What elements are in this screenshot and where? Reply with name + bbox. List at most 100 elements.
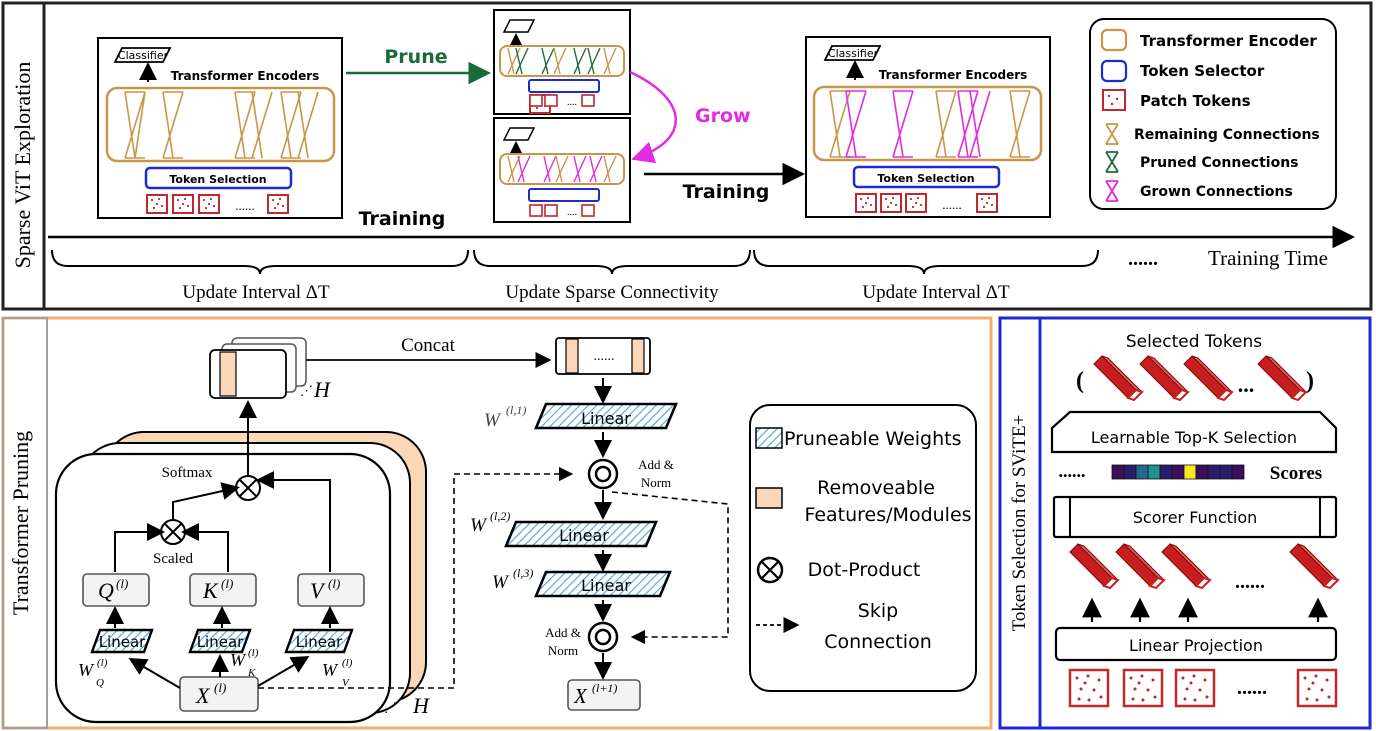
selected-dots: ...: [1238, 372, 1255, 397]
svg-text:....: ....: [567, 207, 577, 218]
linear-label: Linear: [197, 633, 244, 651]
token-selection-label-4: Token Selection: [877, 172, 974, 185]
score-cell: [1195, 464, 1209, 480]
svg-text:Add &: Add &: [545, 625, 581, 640]
pruned-connection-icon: [1105, 151, 1119, 173]
svg-text:(l+1): (l+1): [592, 681, 617, 695]
svg-text:(l): (l): [97, 657, 108, 669]
svg-text:(l): (l): [248, 647, 259, 659]
skip-label-1: Skip: [858, 600, 898, 622]
scorer-label: Scorer Function: [1133, 508, 1258, 527]
linear-projection-label: Linear Projection: [1129, 636, 1263, 655]
value-label: V: [310, 578, 326, 603]
token-dots: ......: [1235, 571, 1265, 593]
legend-label: Patch Tokens: [1140, 92, 1251, 110]
w2-label: W: [470, 515, 488, 536]
score-cell: [1231, 464, 1245, 480]
exploration-legend: [1089, 18, 1337, 210]
prune-label: Prune: [384, 46, 447, 68]
interval-label-1: Update Interval ΔT: [182, 282, 330, 303]
exploration-side-label: Sparse ViT Exploration: [10, 62, 35, 269]
encoder-stack-1: [105, 86, 336, 163]
token-side-label: Token Selection for SViTE+: [1009, 415, 1030, 632]
svg-text:K: K: [247, 667, 256, 679]
svg-text:V: V: [342, 677, 350, 689]
scorer-function-box: [1052, 495, 1338, 539]
linear-k: [188, 628, 252, 654]
svg-text:(l,3): (l,3): [513, 566, 533, 580]
wk-label: W: [230, 650, 247, 670]
svg-text:⋰: ⋰: [384, 700, 397, 715]
encoders-label-4: Transformer Encoders: [879, 68, 1028, 82]
token-selection-label-1: Token Selection: [169, 173, 266, 186]
pruneable-icon: [755, 427, 783, 449]
patch-token-icon: [1102, 89, 1126, 111]
removeable-label-2: Features/Modules: [804, 504, 971, 526]
svg-text:⋰: ⋰: [300, 383, 313, 398]
linear-label: Linear: [581, 576, 631, 595]
wq-label: W: [78, 660, 95, 680]
pruning-side-label: Transformer Pruning: [8, 431, 33, 615]
legend-label: Grown Connections: [1140, 184, 1293, 200]
svg-text:Q: Q: [96, 677, 104, 689]
interval-label-3: Update Interval ΔT: [862, 282, 1010, 303]
timeline-dots: ......: [1128, 248, 1158, 270]
query-label: Q: [98, 578, 114, 603]
key-label: K: [202, 578, 219, 603]
dot-product-label: Dot-Product: [808, 559, 921, 581]
concat-label: Concat: [401, 335, 456, 356]
svg-text:(l,1): (l,1): [506, 403, 526, 417]
scores-dots: ......: [1059, 461, 1086, 481]
topk-selection-box: [1050, 410, 1338, 454]
score-cell: [1135, 464, 1149, 480]
legend-label: Remaining Connections: [1134, 127, 1320, 143]
w3-label: W: [492, 572, 510, 593]
wv-label: W: [322, 660, 339, 680]
scores-label: Scores: [1270, 463, 1322, 484]
linear-v: [284, 628, 354, 654]
training-time-label: Training Time: [1208, 246, 1328, 270]
interval-brace-2: [473, 249, 751, 275]
removeable-icon: [755, 487, 783, 509]
encoders-label-1: Transformer Encoders: [171, 69, 320, 83]
concat-box: [555, 337, 651, 375]
skip-connection-2: [611, 491, 729, 645]
linear-q: [90, 628, 154, 654]
skip-connection-1: [258, 466, 574, 689]
svg-text:Norm: Norm: [641, 475, 671, 490]
svg-text:(l,2): (l,2): [490, 509, 510, 523]
pruneable-label: Pruneable Weights: [784, 428, 962, 450]
x-input-label: X: [195, 683, 211, 708]
selected-tokens-label: Selected Tokens: [1126, 332, 1262, 352]
head-count-label: H: [313, 377, 331, 402]
key-sup: (l): [221, 576, 233, 591]
x-output-label: X: [573, 684, 588, 708]
score-cell: [1183, 464, 1197, 480]
remaining-connection-icon: [1105, 123, 1119, 145]
score-cell: [1111, 464, 1125, 480]
linear-w1: [534, 402, 678, 430]
score-cell: [1171, 464, 1185, 480]
encoder-stack-4: [812, 85, 1043, 162]
value-sup: (l): [328, 576, 340, 591]
linear-w2: [504, 520, 658, 548]
grow-label: Grow: [695, 105, 751, 127]
patch-dots-1: ......: [235, 198, 255, 213]
interval-brace-3: [753, 249, 1099, 275]
score-cell: [1159, 464, 1173, 480]
paren-open: (: [1076, 368, 1084, 394]
connections-1: [124, 91, 319, 159]
patch-dots-4: ......: [942, 197, 962, 212]
selector-box-icon: [1100, 59, 1128, 83]
interval-label-2: Update Sparse Connectivity: [505, 282, 719, 303]
score-cell: [1219, 464, 1233, 480]
w1-label: W: [484, 410, 502, 431]
classifier-label-4: Classifier: [828, 47, 879, 60]
score-cell: [1147, 464, 1161, 480]
head-count-label-2: H: [412, 693, 430, 718]
legend-label: Pruned Connections: [1140, 155, 1299, 171]
training-label-1: Training: [359, 208, 446, 230]
grown-connection-icon: [1105, 180, 1119, 202]
score-cell: [1123, 464, 1137, 480]
